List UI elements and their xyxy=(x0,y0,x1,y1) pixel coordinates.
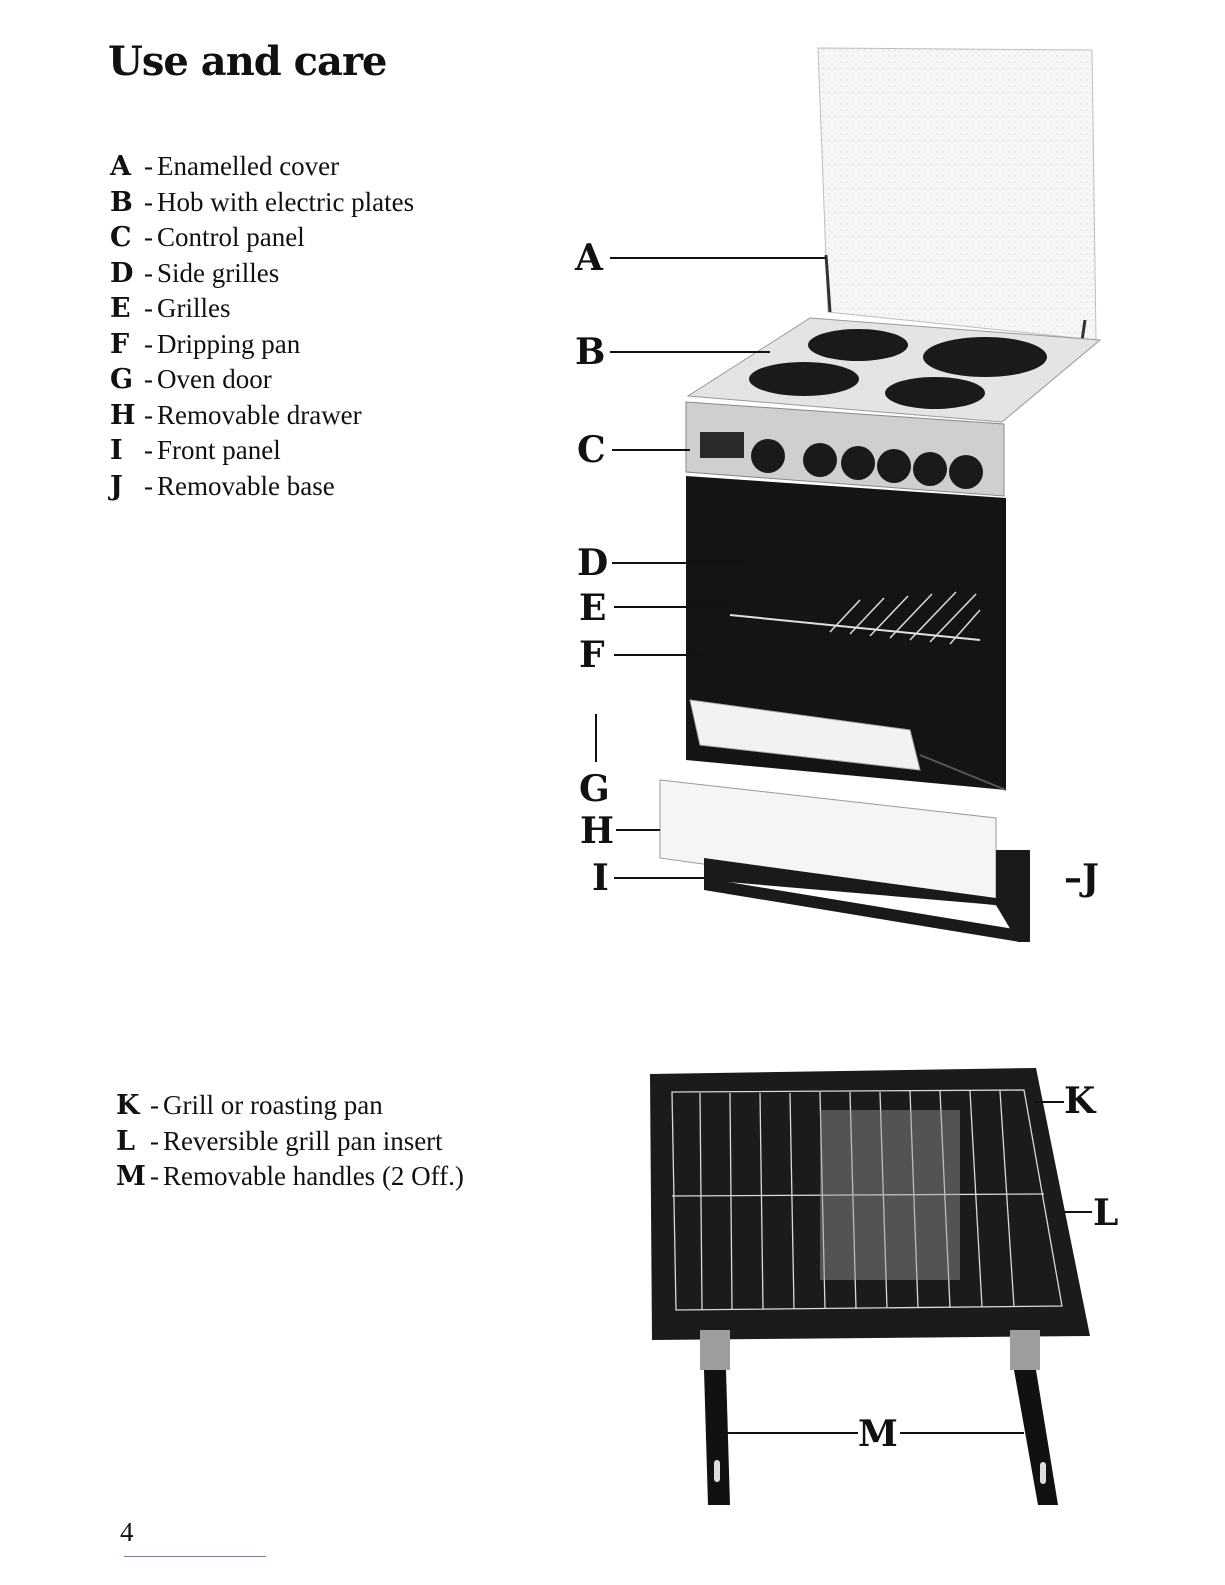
legend-label: Hob with electric plates xyxy=(157,186,415,217)
callout-m: M xyxy=(858,1413,898,1455)
legend-key: D xyxy=(110,257,134,289)
callout-l: L xyxy=(1093,1192,1119,1234)
cooker-parts-legend: A-Enamelled cover B-Hob with electric pl… xyxy=(110,149,414,504)
callout-e: E xyxy=(579,587,607,629)
grill-pan-reflection xyxy=(820,1110,960,1280)
legend-label: Enamelled cover xyxy=(157,151,340,181)
legend-separator: - xyxy=(144,364,153,394)
legend-item: H-Removable drawer xyxy=(110,398,414,434)
callout-k: K xyxy=(1064,1080,1096,1122)
legend-separator: - xyxy=(144,186,153,217)
legend-item: C-Control panel xyxy=(110,220,414,256)
legend-separator: - xyxy=(144,151,153,181)
cover-hinge-left xyxy=(824,254,832,313)
legend-key: J xyxy=(110,470,123,502)
legend-separator: - xyxy=(144,399,153,430)
front-panel xyxy=(704,858,996,905)
legend-key: G xyxy=(110,364,134,395)
callout-c: C xyxy=(577,429,606,471)
legend-label: Removable handles (2 Off.) xyxy=(163,1161,464,1191)
hotplate xyxy=(749,362,859,396)
control-knob xyxy=(949,455,983,489)
legend-item: D-Side grilles xyxy=(110,256,414,292)
legend-key: K xyxy=(116,1090,140,1121)
callout-h: H xyxy=(580,810,615,852)
legend-key: C xyxy=(110,222,132,253)
grill-pan-insert xyxy=(671,1089,1063,1311)
callout-j: –J xyxy=(1064,857,1100,899)
oven-grille xyxy=(829,591,981,645)
hotplate xyxy=(885,377,985,409)
legend-key: H xyxy=(110,399,136,431)
legend-key: L xyxy=(116,1125,135,1157)
timer-display xyxy=(700,432,744,458)
callout-f: F xyxy=(579,634,605,676)
enamelled-cover xyxy=(817,47,1097,341)
callout-g: G xyxy=(579,768,610,810)
callout-d: D xyxy=(577,542,609,584)
legend-key: E xyxy=(110,293,131,324)
page-number: 4 xyxy=(120,1517,134,1547)
legend-separator: - xyxy=(150,1161,159,1191)
oven-door-open xyxy=(689,699,921,771)
control-knob xyxy=(751,439,785,473)
legend-label: Control panel xyxy=(157,222,305,252)
callout-a: A xyxy=(575,237,603,279)
legend-item: J-Removable base xyxy=(110,469,414,505)
legend-item: F-Dripping pan xyxy=(110,327,414,363)
control-knob xyxy=(877,449,911,483)
callout-i: I xyxy=(592,857,609,899)
legend-item: L-Reversible grill pan insert xyxy=(116,1124,464,1160)
grill-pan-parts-legend: K-Grill or roasting pan L-Reversible gri… xyxy=(116,1088,464,1195)
legend-label: Grill or roasting pan xyxy=(163,1090,383,1120)
oven-shelf xyxy=(729,614,981,641)
footer-rule xyxy=(124,1556,266,1557)
page-title: Use and care xyxy=(108,38,387,85)
legend-separator: - xyxy=(144,470,153,501)
control-knob xyxy=(803,443,837,477)
legend-separator: - xyxy=(144,293,153,323)
door-stay xyxy=(919,754,1007,791)
legend-item: A-Enamelled cover xyxy=(110,149,414,185)
legend-label: Oven door xyxy=(157,364,272,394)
legend-key: I xyxy=(110,435,123,466)
legend-key: F xyxy=(110,328,130,360)
legend-separator: - xyxy=(144,435,153,465)
legend-label: Removable drawer xyxy=(157,399,362,430)
control-knob xyxy=(913,452,947,486)
legend-key: M xyxy=(116,1161,146,1192)
legend-separator: - xyxy=(144,222,153,252)
removable-handle xyxy=(700,1330,730,1505)
hotplate xyxy=(923,337,1047,377)
legend-key: A xyxy=(110,151,131,182)
legend-key: B xyxy=(110,186,133,218)
removable-handle xyxy=(1010,1330,1058,1505)
legend-item: K-Grill or roasting pan xyxy=(116,1088,464,1124)
grill-pan-leader-lines xyxy=(724,1101,1092,1434)
legend-separator: - xyxy=(144,328,153,359)
legend-item: E-Grilles xyxy=(110,291,414,327)
legend-label: Side grilles xyxy=(157,257,280,288)
legend-item: B-Hob with electric plates xyxy=(110,185,414,221)
cooker-leader-lines xyxy=(595,257,826,879)
legend-label: Front panel xyxy=(157,435,281,465)
legend-label: Grilles xyxy=(157,293,231,323)
legend-separator: - xyxy=(144,257,153,288)
legend-separator: - xyxy=(150,1125,159,1156)
removable-base xyxy=(704,878,1020,942)
removable-base-side xyxy=(996,850,1030,942)
control-knob xyxy=(841,446,875,480)
legend-label: Dripping pan xyxy=(157,328,301,359)
legend-label: Reversible grill pan insert xyxy=(163,1125,443,1156)
legend-item: G-Oven door xyxy=(110,362,414,398)
hotplate xyxy=(808,329,908,361)
legend-separator: - xyxy=(150,1090,159,1120)
legend-item: I-Front panel xyxy=(110,433,414,469)
legend-label: Removable base xyxy=(157,470,335,501)
legend-item: M-Removable handles (2 Off.) xyxy=(116,1159,464,1195)
callout-b: B xyxy=(575,331,606,373)
